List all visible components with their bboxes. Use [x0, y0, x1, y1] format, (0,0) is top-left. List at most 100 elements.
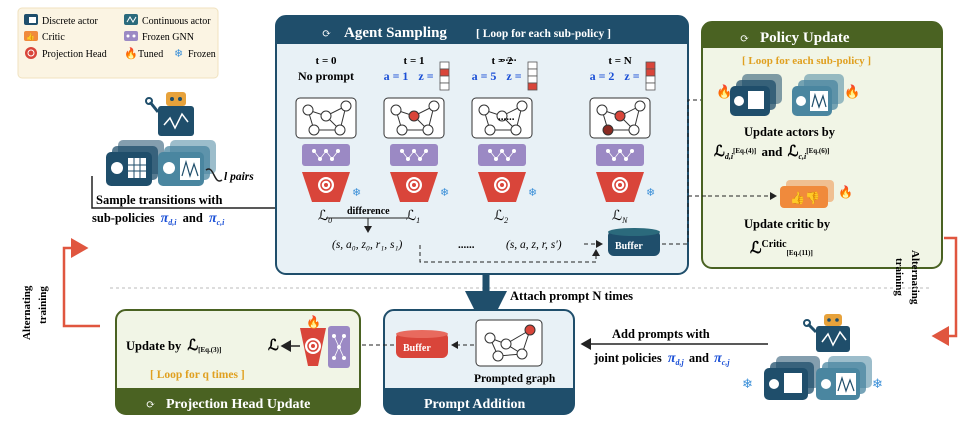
legend-critic: Critic — [42, 32, 65, 43]
step-time: t = 2 — [492, 55, 513, 67]
step-loss: ℒ1 — [406, 209, 420, 225]
graph-node — [422, 124, 434, 136]
step-loss: ℒN — [612, 209, 628, 225]
snowflake-icon: ❄ — [440, 187, 449, 199]
flame-icon: 🔥 — [124, 47, 138, 60]
graph-node — [408, 110, 420, 122]
prompt-vector-cell — [439, 68, 450, 77]
update-by-label: Update by ℒ[Eq.(3)] — [126, 338, 221, 354]
add-prompts-line2: joint policies πd,j and πc,j — [593, 351, 730, 368]
robot-icon — [145, 92, 194, 136]
step-z: z = — [418, 69, 433, 83]
graph-node — [334, 124, 346, 136]
prompt-vector-cell — [527, 75, 538, 84]
flame-icon-critic: 🔥 — [838, 185, 853, 199]
snowflake-icon: ❄ — [646, 187, 655, 199]
projection-head-module-icon — [300, 328, 326, 366]
projection-head-icon — [390, 172, 438, 202]
snowflake-icon: ❄ — [174, 48, 183, 60]
prompted-graph-icon — [475, 319, 543, 367]
graph-node — [396, 124, 408, 136]
step-z: z = — [624, 69, 639, 83]
prompt-addition-panel: Prompt Addition Buffer Prompted graph — [383, 309, 575, 415]
alternating-arrow-right — [931, 236, 958, 346]
alt-left-1: Alternating — [21, 285, 33, 340]
policy-discrete-actor-stack — [730, 74, 782, 116]
flame-icon-projection: 🔥 — [306, 315, 321, 329]
joint-robot-icon — [803, 314, 850, 352]
tuple-last: (s, a, z, r, s′) — [506, 239, 562, 251]
prompt-vector-cell — [527, 61, 538, 70]
step-z: z = — [506, 69, 521, 83]
projection-head-icon — [302, 172, 350, 202]
projection-loss: ℒ — [268, 338, 279, 354]
update-critic-line2: ℒCritic[Eq.(11)] — [750, 239, 813, 257]
policy-update-panel: ⟳ Policy Update [ Loop for each sub-poli… — [701, 21, 943, 269]
projection-head-icon — [596, 172, 644, 202]
prompt-vector — [527, 61, 538, 91]
alt-left-2: training — [37, 286, 49, 324]
step-action: a = 1 — [384, 69, 409, 83]
prompt-vector — [645, 61, 656, 91]
tuple-dashed-connector — [419, 245, 600, 263]
prompt-addition-title: Prompt Addition — [424, 397, 525, 412]
update-critic-line1: Update critic by — [744, 217, 831, 231]
refresh-icon: ⟳ — [322, 28, 331, 40]
update-actors-line1: Update actors by — [744, 125, 836, 139]
graph-node — [484, 124, 496, 136]
policy-critic-icon: 👍👎 — [780, 180, 834, 208]
gnn-icon — [478, 144, 526, 166]
graph-node — [308, 124, 320, 136]
joint-agent-stack: ❄ ❄ — [742, 314, 883, 400]
graph-icon — [295, 97, 357, 139]
legend-projection-head: Projection Head — [42, 49, 107, 60]
graph-node — [628, 124, 640, 136]
gnn-icon — [390, 144, 438, 166]
update-actors-line2: ℒd,i[Eq.(4)] and ℒc,i[Eq.(6)] — [714, 141, 829, 161]
frozen-gnn-icon — [124, 31, 138, 41]
graph-node — [478, 104, 490, 116]
projection-head-panel: ⟳ Projection Head Update Update by ℒ[Eq.… — [115, 309, 361, 415]
agent-sampling-title: Agent Sampling — [344, 25, 447, 41]
sample-line2: sub-policies πd,i and πc,i — [92, 211, 225, 228]
prompt-vector-cell — [645, 82, 656, 91]
graph-node — [302, 104, 314, 116]
step-action: a = 5 — [472, 69, 497, 83]
policy-continuous-actor-stack — [792, 74, 844, 116]
graph-node — [428, 100, 440, 112]
projection-head-icon — [478, 172, 526, 202]
brace-icon — [205, 168, 223, 182]
graph-node — [496, 110, 508, 122]
step-column: t = 0No prompt❄ℒ0 — [295, 55, 361, 225]
graph-icon — [383, 97, 445, 139]
graph-icon — [589, 97, 651, 139]
sample-line1: Sample transitions with — [96, 193, 222, 207]
prompt-buffer-label: Buffer — [403, 343, 431, 354]
gnn-icon — [302, 144, 350, 166]
attach-label: Attach prompt N times — [510, 289, 633, 303]
prompt-vector-cell — [439, 82, 450, 91]
graph-node — [602, 124, 614, 136]
refresh-icon-projection: ⟳ — [146, 399, 155, 411]
graph-node — [634, 100, 646, 112]
gnn-icon — [596, 144, 644, 166]
policy-update-loop: [ Loop for each sub-policy ] — [742, 55, 871, 67]
sampling-buffer-label: Buffer — [615, 241, 643, 252]
alt-right-1: Alternating — [909, 250, 921, 305]
flame-icon-policy-right: 🔥 — [844, 84, 860, 99]
step-loss: ℒ2 — [494, 209, 508, 225]
alt-right-2: training — [893, 258, 905, 296]
sample-arrow — [91, 176, 286, 214]
snowflake-icon-joint-right: ❄ — [872, 376, 883, 391]
prompt-vector-cell — [439, 75, 450, 84]
continuous-actor-icon — [124, 14, 138, 25]
projection-loop: [ Loop for q times ] — [150, 369, 245, 381]
discrete-actor-stack — [106, 140, 164, 186]
flame-icon-policy-left: 🔥 — [716, 84, 732, 99]
prompt-buffer: Buffer — [396, 330, 448, 358]
step-action: No prompt — [298, 69, 354, 83]
step-action: a = 2 — [590, 69, 615, 83]
tuple-first: (s, a₀, z₀, r₁, s₁) — [332, 239, 402, 251]
graph-node — [516, 100, 528, 112]
